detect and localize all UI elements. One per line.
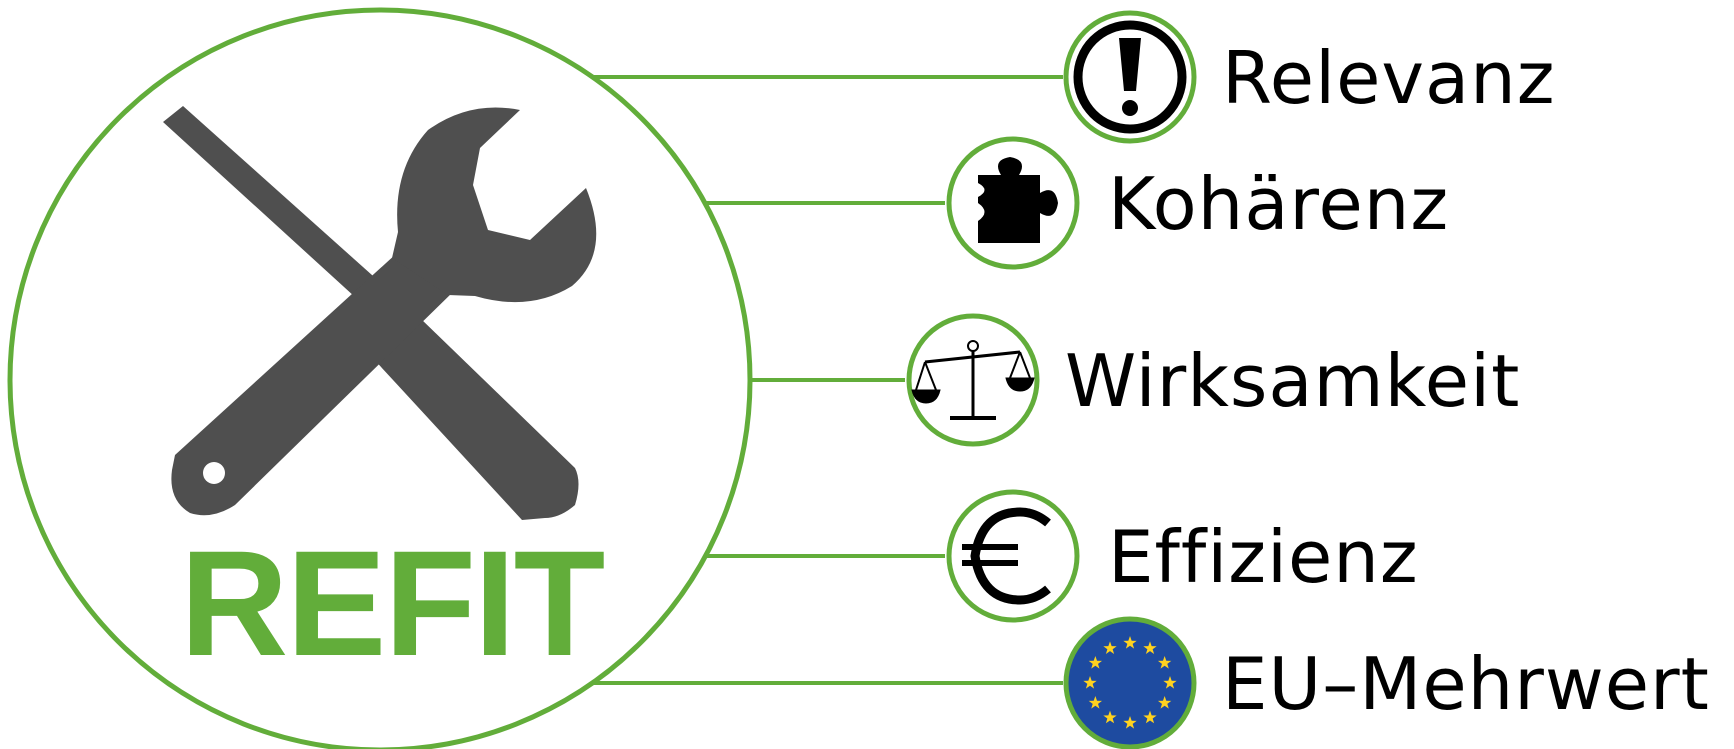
eu-star-icon (1157, 696, 1172, 709)
eu-star-icon (1088, 696, 1103, 709)
criterion-label-kohaerenz: Kohärenz (1108, 162, 1450, 246)
exclamation-icon (1063, 10, 1197, 144)
eu-star-icon (1157, 656, 1172, 669)
refit-circle (7, 7, 753, 749)
connector-lines (580, 75, 1063, 685)
criterion-label-relevanz: Relevanz (1222, 36, 1556, 120)
eu-star-icon (1143, 641, 1157, 655)
eu-star-icon (1103, 641, 1117, 655)
eu-star-icon (1123, 636, 1137, 649)
balance-scale-icon (906, 313, 1040, 447)
eu-star-icon (1103, 710, 1117, 724)
criterion-label-effizienz: Effizienz (1108, 515, 1419, 599)
criterion-label-wirksamkeit: Wirksamkeit (1065, 339, 1521, 423)
eu-star-icon (1143, 710, 1157, 724)
eu-star-icon (1088, 656, 1103, 669)
eu-star-icon (1163, 676, 1177, 689)
criteria-icons (906, 10, 1197, 749)
eu-star-icon (1123, 716, 1137, 729)
eu-star-icon (1083, 676, 1097, 689)
euro-icon (946, 489, 1080, 623)
puzzle-piece-icon (946, 136, 1080, 270)
wrench-screwdriver-icon (163, 106, 597, 520)
eu-flag-icon (1063, 616, 1197, 749)
refit-title: REFIT (180, 519, 605, 687)
criterion-label-eu-mehrwert: EU–Mehrwert (1222, 642, 1710, 726)
